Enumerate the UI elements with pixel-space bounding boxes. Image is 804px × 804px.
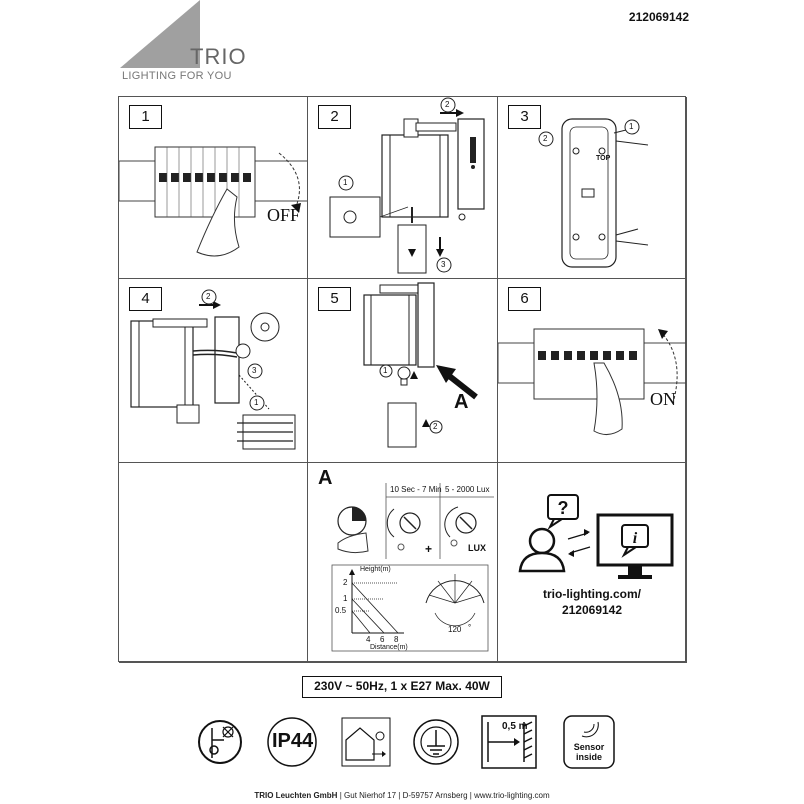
degree-mark: ° <box>468 623 472 632</box>
callout-1: 1 <box>254 398 259 407</box>
callout-3: 3 <box>252 366 257 375</box>
step-number: 3 <box>508 105 541 129</box>
callout-2: 2 <box>543 134 548 143</box>
step-number: 4 <box>129 287 162 311</box>
info-code: 212069142 <box>561 603 623 617</box>
callout-2: 2 <box>433 422 438 431</box>
step-number: 1 <box>129 105 162 129</box>
breaker-off-illustration <box>119 146 307 257</box>
step-4-panel: 4 1 2 3 <box>119 279 308 463</box>
brand-logo: TRIO LIGHTING FOR YOU <box>110 0 280 85</box>
step-6-panel: 6 ON <box>498 279 687 463</box>
breaker-on-illustration <box>498 328 686 435</box>
lux-label: LUX <box>468 543 486 553</box>
height-axis-label: Height(m) <box>360 566 391 573</box>
step-3-panel: 3 1 2 TOP <box>498 97 687 279</box>
callout-1: 1 <box>383 366 388 375</box>
more-info-panel: ? i trio-lighting.com/ 212069142 <box>498 463 687 663</box>
svg-text:i: i <box>633 530 638 547</box>
step-2-panel: 2 1 2 3 <box>308 97 498 279</box>
footer-separator: | <box>339 791 342 800</box>
y-tick-2: 2 <box>343 578 348 587</box>
detection-angle: 120 <box>448 625 462 634</box>
sensor-inside-text: Sensor inside <box>564 742 614 762</box>
callout-2: 2 <box>206 292 211 301</box>
step-number: 6 <box>508 287 541 311</box>
brand-name: TRIO <box>190 44 247 69</box>
logo-triangle-icon <box>120 0 200 68</box>
callout-1: 1 <box>629 122 634 131</box>
remove-lamp-housing-illustration <box>329 97 485 274</box>
on-label: ON <box>650 389 676 409</box>
time-range-label: 10 Sec - 7 Min <box>390 485 442 494</box>
callout-1: 1 <box>343 178 348 187</box>
step-number: 2 <box>318 105 351 129</box>
ip44-icon <box>267 717 317 767</box>
arrow-a-label: A <box>454 391 469 413</box>
callout-3: 3 <box>441 260 446 269</box>
footer-city: D-59757 Arnsberg <box>402 791 468 800</box>
outdoor-lamp-icon <box>341 717 391 767</box>
footer-separator: | <box>469 791 472 800</box>
step-1-panel: 1 OFF <box>119 97 308 279</box>
sensor-settings-illustration <box>331 483 494 652</box>
callout-2: 2 <box>445 100 450 109</box>
protective-earth-icon <box>413 719 459 765</box>
footer-company: TRIO Leuchten GmbH <box>254 791 338 800</box>
info-illustration: ? i <box>518 494 674 579</box>
sensor-panel-title: A <box>318 467 333 489</box>
x-tick-4: 4 <box>366 635 371 644</box>
mount-base-plate-illustration <box>538 118 649 268</box>
distance-axis-label: Distance(m) <box>370 644 408 651</box>
min-distance-icon <box>481 715 537 769</box>
sensor-inside-icon <box>563 715 615 769</box>
top-mark: TOP <box>596 155 611 162</box>
product-number: 212069142 <box>628 10 689 24</box>
footer-website[interactable]: www.trio-lighting.com <box>474 791 550 800</box>
x-tick-8: 8 <box>394 635 399 644</box>
sensor-settings-panel: A <box>308 463 498 663</box>
reassemble-lamp-illustration <box>363 282 478 448</box>
empty-panel <box>119 463 308 663</box>
step-number: 5 <box>318 287 351 311</box>
footer: TRIO Leuchten GmbH | Gut Nierhof 17 | D-… <box>0 791 804 800</box>
step-5-panel: 5 1 2 A <box>308 279 498 463</box>
off-label: OFF <box>267 205 301 225</box>
sensor-text-line-1: Sensor <box>573 742 605 752</box>
wiring-illustration <box>130 289 296 450</box>
plus-sign: + <box>425 542 433 556</box>
electrical-spec: 230V ~ 50Hz, 1 x E27 Max. 40W <box>302 676 502 698</box>
brand-tagline: LIGHTING FOR YOU <box>122 70 232 82</box>
instruction-grid: 1 OFF 2 1 2 <box>118 96 687 663</box>
svg-text:?: ? <box>558 498 569 518</box>
footer-separator: | <box>398 791 401 800</box>
x-tick-6: 6 <box>380 635 385 644</box>
y-tick-0-5: 0.5 <box>335 606 347 615</box>
footer-address: Gut Nierhof 17 <box>344 791 397 800</box>
info-url[interactable]: trio-lighting.com/ <box>543 587 641 601</box>
min-distance-text: 0,5 m <box>502 721 528 732</box>
ip44-text: IP44 <box>272 730 314 752</box>
y-tick-1: 1 <box>343 594 348 603</box>
symbol-row: IP44 0,5 m Sensor inside <box>196 710 616 774</box>
certification-symbols <box>198 715 615 769</box>
sensor-text-line-2: inside <box>575 752 602 762</box>
no-covering-icon <box>198 720 242 764</box>
lux-range-label: 5 - 2000 Lux <box>445 485 490 494</box>
